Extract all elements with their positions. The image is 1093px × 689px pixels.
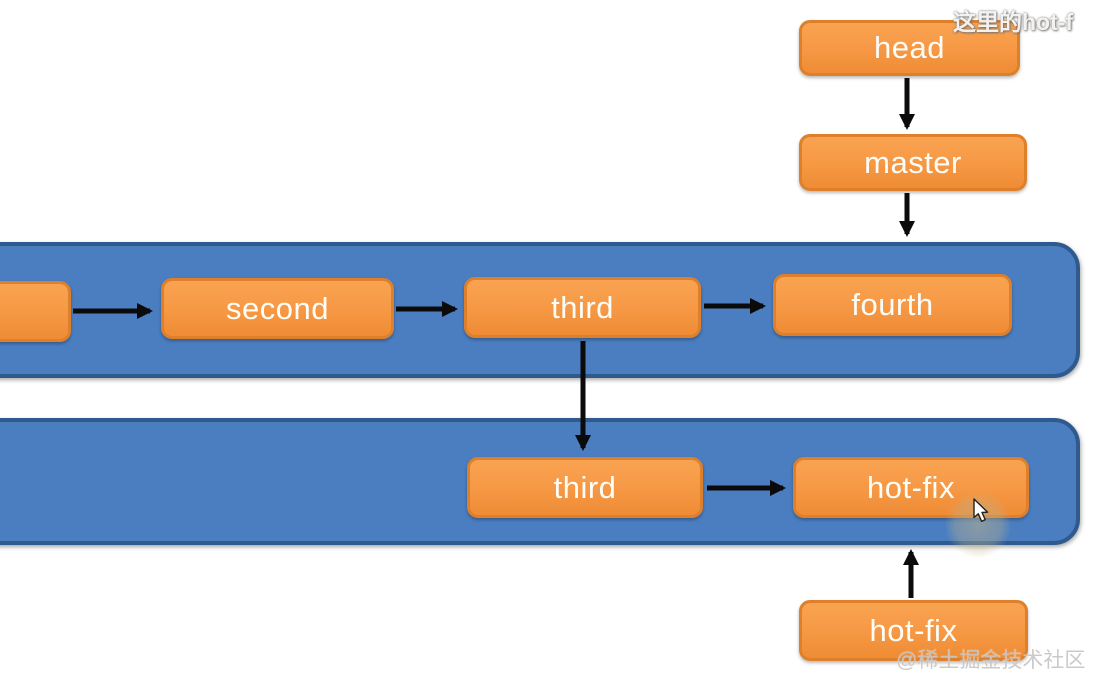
mouse-cursor-icon (973, 498, 989, 522)
commit-fourth-label: fourth (851, 287, 934, 322)
commit-second-label: second (226, 290, 329, 326)
master-pointer-label: master (864, 144, 962, 180)
hotfix-pointer-node: hot-fix (799, 600, 1028, 661)
watermark-text: @稀土掘金技术社区 (896, 649, 1086, 672)
commit-third-main-label: third (551, 289, 614, 325)
commit-node-third-hotfix: third (467, 457, 703, 518)
master-pointer-node: master (799, 134, 1027, 191)
hotfix-pointer-label: hot-fix (869, 612, 958, 648)
commit-node-third-main: third (464, 277, 701, 338)
head-pointer-node: head (799, 20, 1020, 76)
commit-node-partial (0, 281, 71, 342)
commit-node-second: second (161, 278, 394, 339)
commit-hotfix-label: hot-fix (867, 469, 955, 505)
head-pointer-label: head (874, 30, 945, 65)
commit-node-fourth: fourth (773, 274, 1012, 336)
commit-third-hotfix-label: third (553, 469, 617, 505)
video-caption-overlay: 这里的hot-f (953, 9, 1074, 35)
